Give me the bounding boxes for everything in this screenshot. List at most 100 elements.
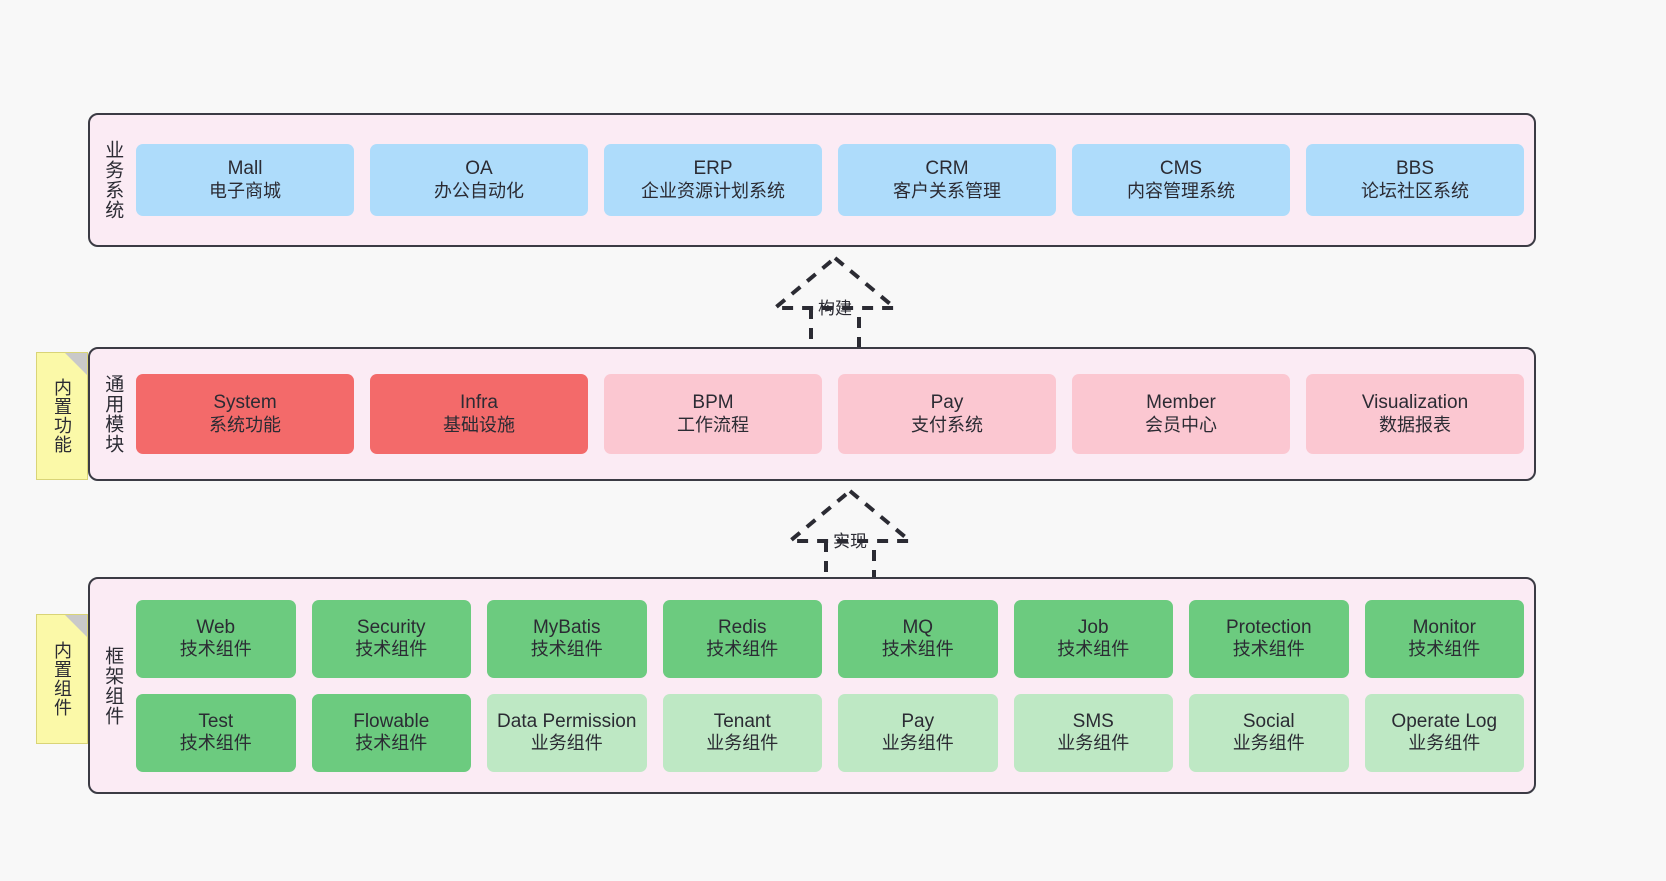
card-security[interactable]: Security 技术组件 (311, 599, 471, 678)
note-label: 内置组件 (52, 641, 72, 717)
card-data-permission[interactable]: Data Permission 业务组件 (487, 693, 647, 772)
card-web[interactable]: Web 技术组件 (136, 599, 296, 678)
card-desc: 会员中心 (1145, 414, 1217, 435)
card-title: OA (465, 158, 493, 180)
layer-title-common-modules: 通用模块 (102, 374, 124, 454)
card-desc: 技术组件 (355, 733, 428, 754)
card-row: Mall 电子商城 OA 办公自动化 ERP 企业资源计划系统 CRM 客户关系… (136, 144, 1524, 216)
card-desc: 业务组件 (530, 733, 603, 754)
card-title: Redis (717, 616, 767, 638)
note-fold-corner-icon (65, 353, 87, 375)
card-social[interactable]: Social 业务组件 (1189, 693, 1349, 772)
card-title: Mall (227, 158, 263, 180)
card-desc: 基础设施 (443, 414, 515, 435)
card-desc: 技术组件 (1232, 639, 1305, 660)
card-desc: 工作流程 (677, 414, 749, 435)
card-desc: 业务组件 (706, 733, 779, 754)
card-flowable[interactable]: Flowable 技术组件 (311, 693, 471, 772)
card-protection[interactable]: Protection 技术组件 (1189, 599, 1349, 678)
card-title: System (213, 392, 277, 414)
card-title: Protection (1225, 616, 1312, 638)
card-desc: 技术组件 (881, 639, 954, 660)
card-title: CRM (925, 158, 969, 180)
card-title: Operate Log (1391, 710, 1498, 732)
card-title: Infra (459, 392, 499, 414)
layer-body-framework-components: Web 技术组件 Security 技术组件 MyBatis 技术组件 Redi… (134, 579, 1534, 792)
card-operate-log[interactable]: Operate Log 业务组件 (1364, 693, 1524, 772)
card-title: Member (1146, 392, 1216, 414)
card-row: Web 技术组件 Security 技术组件 MyBatis 技术组件 Redi… (136, 599, 1524, 678)
card-desc: 论坛社区系统 (1361, 180, 1469, 201)
card-row: Test 技术组件 Flowable 技术组件 Data Permission … (136, 693, 1524, 772)
card-desc: 业务组件 (1408, 733, 1481, 754)
layer-framework-components: 框架组件 Web 技术组件 Security 技术组件 MyBatis 技术组件… (88, 577, 1536, 794)
card-monitor[interactable]: Monitor 技术组件 (1364, 599, 1524, 678)
note-label: 内置功能 (52, 378, 72, 454)
card-erp[interactable]: ERP 企业资源计划系统 (604, 144, 822, 216)
card-infra[interactable]: Infra 基础设施 (370, 374, 588, 454)
card-desc: 业务组件 (1057, 733, 1130, 754)
card-desc: 技术组件 (179, 639, 252, 660)
card-title: MyBatis (532, 616, 601, 638)
card-desc: 技术组件 (355, 639, 428, 660)
card-desc: 技术组件 (706, 639, 779, 660)
card-title: SMS (1072, 710, 1114, 732)
note-fold-corner-icon (65, 615, 87, 637)
card-mybatis[interactable]: MyBatis 技术组件 (487, 599, 647, 678)
card-desc: 电子商城 (209, 180, 281, 201)
card-title: ERP (693, 158, 733, 180)
card-title: BBS (1395, 158, 1435, 180)
card-job[interactable]: Job 技术组件 (1013, 599, 1173, 678)
card-bpm[interactable]: BPM 工作流程 (604, 374, 822, 454)
card-mall[interactable]: Mall 电子商城 (136, 144, 354, 216)
card-desc: 企业资源计划系统 (641, 180, 785, 201)
note-builtin-component: 内置组件 (36, 614, 88, 744)
card-cms[interactable]: CMS 内容管理系统 (1072, 144, 1290, 216)
card-title: Pay (901, 710, 935, 732)
card-sms[interactable]: SMS 业务组件 (1013, 693, 1173, 772)
note-builtin-function: 内置功能 (36, 352, 88, 480)
card-system[interactable]: System 系统功能 (136, 374, 354, 454)
card-title: Pay (930, 392, 964, 414)
card-pay-component[interactable]: Pay 业务组件 (838, 693, 998, 772)
card-title: Monitor (1412, 616, 1476, 638)
layer-title-framework-components: 框架组件 (102, 645, 124, 726)
layer-body-common-modules: System 系统功能 Infra 基础设施 BPM 工作流程 Pay 支付系统… (134, 349, 1534, 479)
connector-label-implement: 实现 (833, 532, 867, 551)
card-redis[interactable]: Redis 技术组件 (662, 599, 822, 678)
card-desc: 技术组件 (1408, 639, 1481, 660)
card-test[interactable]: Test 技术组件 (136, 693, 296, 772)
card-crm[interactable]: CRM 客户关系管理 (838, 144, 1056, 216)
card-title: CMS (1159, 158, 1203, 180)
connector-build: 构建 (745, 250, 925, 360)
layer-body-business-system: Mall 电子商城 OA 办公自动化 ERP 企业资源计划系统 CRM 客户关系… (134, 115, 1534, 245)
card-title: Web (196, 616, 236, 638)
layer-title-business-system: 业务系统 (102, 140, 124, 220)
card-title: Tenant (713, 710, 771, 732)
card-desc: 数据报表 (1379, 414, 1451, 435)
connector-label-build: 构建 (818, 299, 852, 318)
card-oa[interactable]: OA 办公自动化 (370, 144, 588, 216)
card-desc: 业务组件 (1232, 733, 1305, 754)
card-title: Test (198, 710, 234, 732)
card-member[interactable]: Member 会员中心 (1072, 374, 1290, 454)
card-mq[interactable]: MQ 技术组件 (838, 599, 998, 678)
card-title: Data Permission (497, 710, 637, 732)
card-title: Job (1077, 616, 1109, 638)
layer-business-system: 业务系统 Mall 电子商城 OA 办公自动化 ERP 企业资源计划系统 CRM… (88, 113, 1536, 247)
card-row: System 系统功能 Infra 基础设施 BPM 工作流程 Pay 支付系统… (136, 374, 1524, 454)
card-bbs[interactable]: BBS 论坛社区系统 (1306, 144, 1524, 216)
card-desc: 客户关系管理 (893, 180, 1001, 201)
card-desc: 业务组件 (881, 733, 954, 754)
card-tenant[interactable]: Tenant 业务组件 (662, 693, 822, 772)
card-desc: 支付系统 (911, 414, 983, 435)
card-title: Flowable (353, 710, 430, 732)
card-desc: 系统功能 (209, 414, 281, 435)
card-desc: 技术组件 (179, 733, 252, 754)
card-pay-module[interactable]: Pay 支付系统 (838, 374, 1056, 454)
card-desc: 办公自动化 (434, 180, 524, 201)
card-title: BPM (692, 392, 734, 414)
card-visualization[interactable]: Visualization 数据报表 (1306, 374, 1524, 454)
card-title: Social (1242, 710, 1295, 732)
